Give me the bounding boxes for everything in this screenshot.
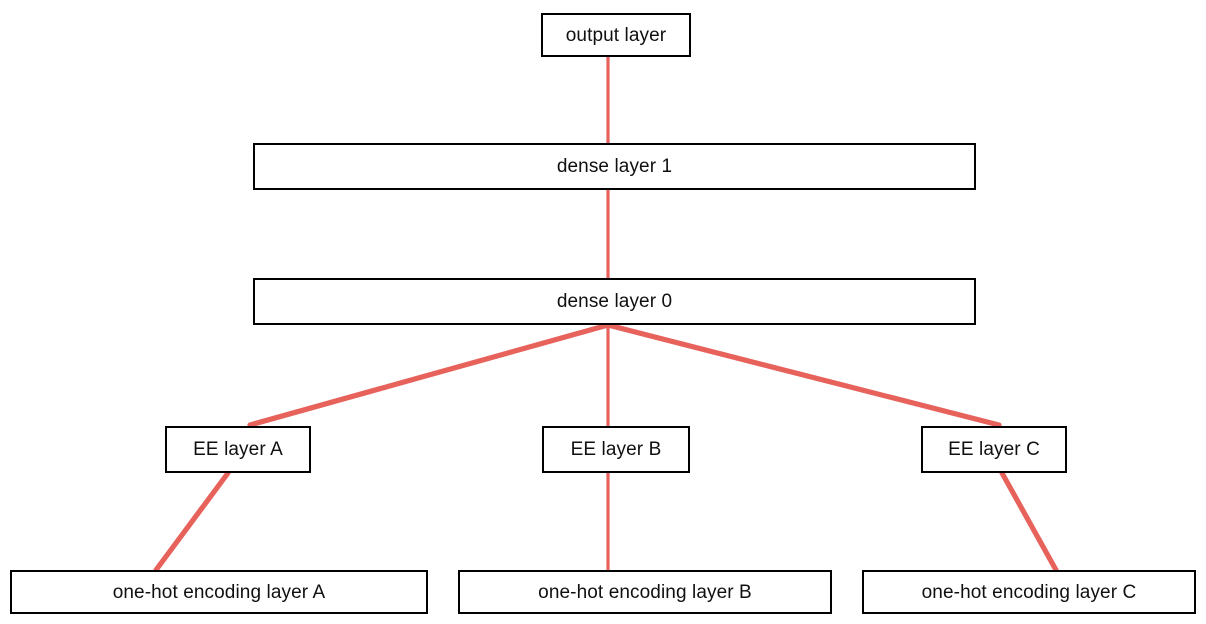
node-ee-layer-b[interactable]: EE layer B bbox=[542, 426, 690, 473]
node-label: one-hot encoding layer A bbox=[112, 581, 326, 603]
edge-eec-onehotc bbox=[999, 470, 1059, 573]
node-output-layer[interactable]: output layer bbox=[541, 13, 691, 57]
edge-dense0-eea bbox=[247, 322, 611, 428]
node-ee-layer-c[interactable]: EE layer C bbox=[921, 426, 1067, 473]
node-label: EE layer C bbox=[948, 439, 1040, 460]
node-label: output layer bbox=[565, 24, 667, 46]
node-label: dense layer 0 bbox=[556, 291, 673, 312]
node-dense-layer-0[interactable]: dense layer 0 bbox=[253, 278, 976, 325]
edge-eea-onehota bbox=[153, 470, 231, 573]
node-label: one-hot encoding layer C bbox=[921, 581, 1137, 603]
node-onehot-layer-a[interactable]: one-hot encoding layer A bbox=[10, 570, 428, 614]
node-label: EE layer B bbox=[570, 439, 662, 460]
node-label: dense layer 1 bbox=[556, 156, 673, 177]
node-label: EE layer A bbox=[193, 439, 283, 460]
node-ee-layer-a[interactable]: EE layer A bbox=[165, 426, 311, 473]
node-onehot-layer-b[interactable]: one-hot encoding layer B bbox=[458, 570, 832, 614]
node-dense-layer-1[interactable]: dense layer 1 bbox=[253, 143, 976, 190]
node-onehot-layer-c[interactable]: one-hot encoding layer C bbox=[862, 570, 1196, 614]
edge-dense0-eec bbox=[605, 322, 1002, 428]
node-label: one-hot encoding layer B bbox=[538, 581, 752, 603]
